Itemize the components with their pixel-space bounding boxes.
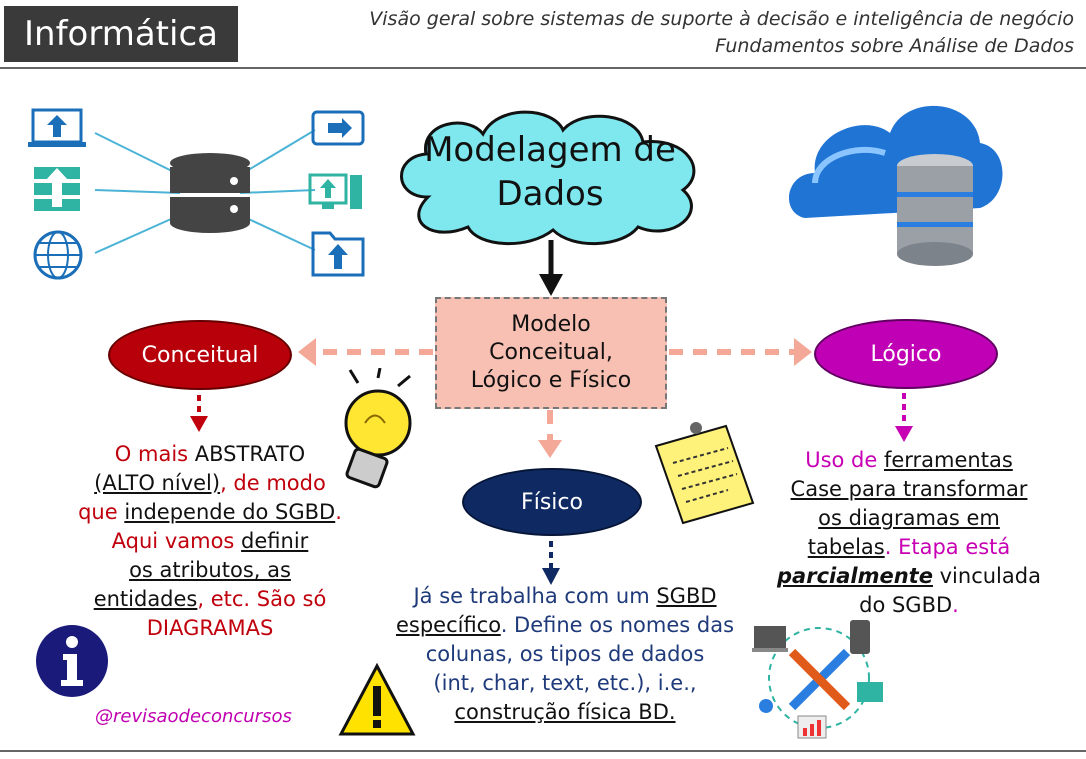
text-fragment: os atributos, as xyxy=(129,558,291,582)
header-line-2: Fundamentos sobre Análise de Dados xyxy=(715,35,1074,57)
box-line-1: Modelo xyxy=(511,312,591,337)
box-line-2: Conceitual, xyxy=(489,340,613,365)
text-fragment: (ALTO nível) xyxy=(94,471,221,495)
text-fragment: . xyxy=(952,593,959,617)
text-fragment: construção física BD. xyxy=(454,700,676,724)
text-fragment: , etc. São só xyxy=(197,587,327,611)
text-fragment: (int, char, text, etc.), i.e., xyxy=(433,671,697,695)
text-fragment: independe do SGBD xyxy=(124,500,336,524)
lightbulb-icon xyxy=(344,368,412,489)
tablet-forward-icon xyxy=(311,110,365,146)
cloud-title-line-1: Modelagem de xyxy=(424,130,676,170)
header-divider xyxy=(0,67,1086,69)
text-fragment: entidades xyxy=(93,587,198,611)
text-fragment: específico xyxy=(395,613,501,637)
text-fragment: ABSTRATO xyxy=(194,442,306,466)
cloud-title: Modelagem de Dados xyxy=(395,128,705,216)
text-fragment: parcialmente xyxy=(777,564,933,588)
text-fragment: . xyxy=(335,500,342,524)
text-fragment: Já se trabalha com um xyxy=(413,584,657,608)
cloud-database-illustration xyxy=(788,105,1003,266)
instagram-handle: @revisaodeconcursos xyxy=(95,706,292,727)
text-fragment: . Etapa está xyxy=(884,535,1011,559)
cloud-title-line-2: Dados xyxy=(496,174,604,214)
text-fragment: colunas, os tipos de dados xyxy=(425,642,705,666)
warning-icon xyxy=(338,662,416,736)
fisico-description: Já se trabalha com um SGBD específico. D… xyxy=(380,582,750,727)
logico-description: Uso de ferramentas Case para transformar… xyxy=(764,446,1054,620)
header-line-1: Visão geral sobre sistemas de suporte à … xyxy=(369,8,1074,30)
text-fragment: os diagramas em xyxy=(818,506,1000,530)
box-line-3: Lógico e Físico xyxy=(470,368,632,393)
text-fragment: SGBD xyxy=(656,584,717,608)
tools-illustration xyxy=(752,620,883,739)
conceitual-description: O mais ABSTRATO (ALTO nível), de modo qu… xyxy=(60,440,360,643)
sticky-note-icon xyxy=(654,422,755,525)
text-fragment: do SGBD xyxy=(859,593,953,617)
text-fragment: que xyxy=(78,500,125,524)
text-fragment: , de modo xyxy=(220,471,326,495)
desktop-upload-icon xyxy=(308,173,362,209)
info-icon xyxy=(36,625,108,697)
text-fragment: . Define os nomes das xyxy=(500,613,735,637)
text-fragment: ferramentas xyxy=(883,448,1013,472)
text-fragment: Case para transformar xyxy=(790,477,1028,501)
folder-upload-icon xyxy=(311,231,365,277)
model-types-box: Modelo Conceitual, Lógico e Físico xyxy=(435,297,667,409)
text-fragment: Uso de xyxy=(805,448,884,472)
node-logico: Lógico xyxy=(814,319,998,389)
server-upload-icon xyxy=(34,167,80,211)
footer-divider xyxy=(0,750,1086,752)
node-fisico: Físico xyxy=(462,468,642,536)
cloud-shape xyxy=(400,110,696,246)
text-fragment: Aqui vamos xyxy=(111,529,242,553)
text-fragment: definir xyxy=(241,529,309,553)
globe-icon xyxy=(33,230,83,280)
arrow-down-black xyxy=(539,240,563,296)
database-network-illustration xyxy=(28,108,365,280)
subject-badge: Informática xyxy=(4,6,238,62)
text-fragment: O mais xyxy=(114,442,195,466)
laptop-upload-icon xyxy=(28,108,86,147)
node-conceitual: Conceitual xyxy=(108,320,292,390)
text-fragment: tabelas xyxy=(807,535,885,559)
database-icon xyxy=(170,153,250,233)
text-fragment: vinculada xyxy=(932,564,1041,588)
text-fragment: DIAGRAMAS xyxy=(146,616,274,640)
